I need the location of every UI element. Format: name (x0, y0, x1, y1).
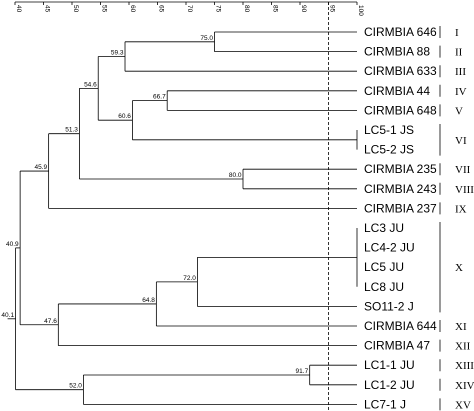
leaf-label: CIRMBIA 243 (364, 182, 437, 196)
leaf-label: CIRMBIA 235 (364, 162, 437, 176)
node-similarity-label: 72.0 (183, 275, 196, 282)
axis-tick-label: 40 (15, 5, 22, 13)
node-similarity-label: 52.0 (69, 383, 82, 390)
leaf-label: CIRMBIA 648 (364, 103, 437, 117)
group-numeral: VIII (455, 184, 474, 196)
group-numeral: XII (455, 341, 471, 353)
node-similarity-label: 75.0 (200, 35, 213, 42)
node-similarity-label: 54.6 (84, 81, 97, 88)
leaf-label: LC1-2 JU (364, 378, 415, 392)
leaf-label: CIRMBIA 47 (364, 339, 430, 353)
group-numeral: XI (455, 321, 467, 333)
leaf-label: CIRMBIA 633 (364, 64, 437, 78)
leaf-label: CIRMBIA 646 (364, 25, 437, 39)
leaf-label: LC1-1 JU (364, 358, 415, 372)
axis-tick-label: 100 (357, 5, 364, 16)
group-numeral: IX (455, 203, 467, 215)
leaf-label: CIRMBIA 88 (364, 45, 430, 59)
group-numeral: XIV (455, 380, 474, 392)
group-numeral: V (455, 105, 463, 117)
axis-tick-label: 65 (158, 5, 165, 13)
leaf-label: SO11-2 J (364, 299, 414, 313)
axis-tick-label: 55 (101, 5, 108, 13)
group-numeral: IV (455, 86, 467, 98)
axis-tick-label: 95 (329, 5, 336, 13)
group-numeral: VII (455, 164, 471, 176)
axis-tick-label: 75 (215, 5, 222, 13)
group-numeral: I (455, 27, 459, 39)
leaf-label: LC7-1 J (364, 397, 406, 411)
group-numeral: II (455, 47, 463, 59)
node-similarity-label: 64.8 (142, 297, 155, 304)
tree-branches: 75.0 59.3 66.7 60.6 54.6 80.0 51.3 45.9 72.0 64.8… (1, 31, 358, 405)
node-similarity-label: 40.1 (1, 312, 14, 319)
node-similarity-label: 59.3 (111, 50, 124, 57)
group-numeral: VI (455, 135, 467, 147)
node-similarity-label: 51.3 (65, 127, 78, 134)
node-similarity-label: 66.7 (153, 94, 166, 101)
leaf-label: CIRMBIA 44 (364, 84, 430, 98)
group-numeral: X (455, 262, 463, 274)
group-numeral: III (455, 66, 466, 78)
axis-tick-label: 80 (243, 5, 250, 13)
axis-tick-label: 70 (186, 5, 193, 13)
similarity-axis: 40 45 50 55 60 65 70 75 80 85 90 95 100 (14, 1, 364, 16)
node-similarity-label: 45.9 (34, 164, 47, 171)
leaf-label: LC8 JU (364, 280, 404, 294)
group-numeral: XIII (455, 360, 474, 372)
leaf-label: LC5 JU (364, 260, 404, 274)
leaf-label: LC3 JU (364, 221, 404, 235)
leaf-label: LC4-2 JU (364, 241, 415, 255)
leaf-label: CIRMBIA 644 (364, 319, 437, 333)
node-similarity-label: 91.7 (296, 368, 309, 375)
leaf-label: CIRMBIA 237 (364, 201, 437, 215)
node-similarity-label: 40.9 (6, 241, 19, 248)
node-similarity-label: 60.6 (118, 113, 131, 120)
axis-tick-label: 60 (129, 5, 136, 13)
axis-tick-label: 85 (272, 5, 279, 13)
axis-tick-label: 45 (44, 5, 51, 13)
leaf-label: LC5-2 JS (364, 143, 414, 157)
axis-tick-label: 50 (72, 5, 79, 13)
node-similarity-label: 47.6 (44, 318, 57, 325)
node-similarity-label: 80.0 (229, 172, 242, 179)
group-numeral: XV (455, 399, 471, 411)
leaf-label: LC5-1 JS (364, 123, 414, 137)
axis-tick-label: 90 (300, 5, 307, 13)
